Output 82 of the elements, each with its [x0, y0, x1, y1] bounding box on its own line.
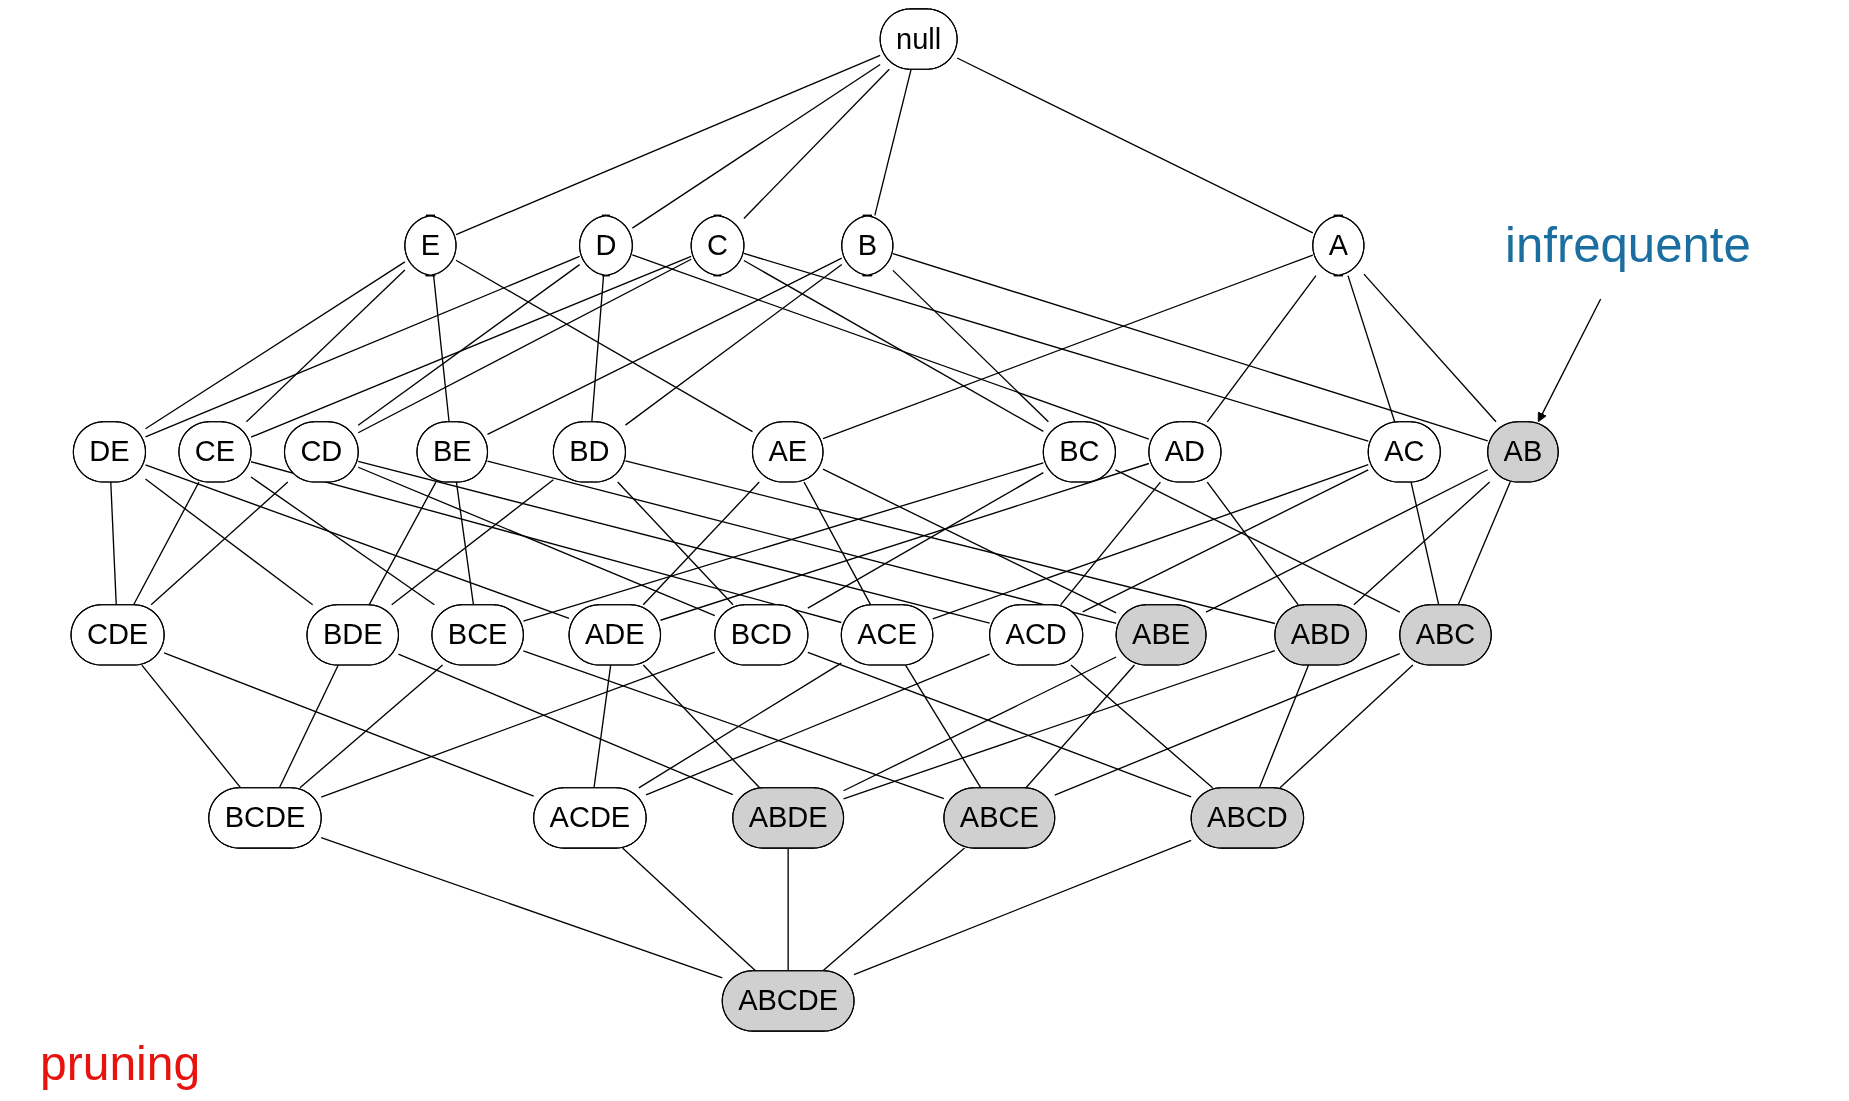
connector	[486, 460, 1117, 624]
connector	[486, 257, 843, 436]
connector	[455, 259, 754, 433]
connector	[110, 481, 117, 606]
connector	[822, 468, 1117, 614]
connector	[1070, 664, 1214, 789]
connector	[144, 464, 570, 620]
connector	[320, 651, 716, 798]
connector	[163, 652, 535, 797]
connector	[743, 252, 1369, 442]
connector	[642, 481, 760, 606]
connector	[743, 259, 1044, 433]
connector	[357, 263, 581, 426]
connector	[803, 481, 872, 606]
connector	[621, 847, 757, 972]
connector	[357, 258, 692, 434]
connector	[645, 653, 991, 796]
connector	[638, 662, 842, 789]
connector	[320, 836, 723, 979]
connector	[1363, 273, 1497, 423]
connector	[1082, 469, 1369, 613]
connector	[522, 462, 1044, 622]
connector	[822, 254, 1314, 440]
connector	[593, 664, 612, 789]
connector	[1114, 469, 1401, 613]
connector	[1206, 274, 1317, 423]
connector	[892, 269, 1050, 423]
connector	[822, 847, 966, 972]
connector	[1206, 481, 1299, 606]
connector	[299, 664, 444, 789]
connector	[932, 464, 1369, 620]
connector	[807, 472, 1044, 609]
connector	[1347, 274, 1396, 423]
connector	[455, 481, 475, 606]
connector	[1054, 653, 1401, 796]
connector	[904, 664, 982, 789]
connector	[522, 650, 945, 800]
connector	[853, 839, 1192, 976]
connector	[1025, 664, 1136, 789]
connector	[1060, 481, 1162, 606]
connector	[357, 466, 716, 617]
connector	[787, 847, 789, 972]
connector	[1410, 481, 1440, 606]
connector	[624, 263, 843, 426]
connector	[591, 274, 605, 423]
connector	[141, 664, 242, 789]
connector	[368, 481, 437, 606]
connector	[617, 481, 734, 606]
connector	[743, 68, 890, 220]
connector	[631, 254, 1150, 440]
connector	[144, 261, 406, 430]
connector	[631, 63, 881, 229]
connector	[391, 479, 555, 606]
connector	[892, 252, 1489, 442]
connector	[956, 57, 1314, 234]
pruning-note: pruning	[40, 1037, 201, 1090]
connector	[842, 650, 1276, 800]
connector	[132, 481, 200, 606]
connector	[642, 664, 761, 789]
connector	[624, 460, 1276, 625]
connector	[397, 653, 734, 796]
connector	[1258, 664, 1310, 789]
connector	[245, 269, 406, 423]
connector	[150, 481, 289, 606]
node-text: infrequente	[1505, 217, 1751, 273]
connector	[455, 54, 881, 236]
connector	[874, 68, 912, 217]
connector	[1353, 481, 1491, 606]
connector	[659, 462, 1150, 621]
arrow	[1537, 298, 1602, 423]
connector	[250, 461, 842, 624]
connector	[357, 460, 991, 624]
connector	[144, 255, 581, 438]
connector	[250, 255, 692, 438]
connector	[278, 664, 339, 789]
connector	[250, 476, 436, 606]
connector	[1457, 481, 1511, 606]
connector	[1279, 664, 1414, 789]
connector	[144, 478, 314, 606]
connector	[842, 656, 1117, 792]
connector	[1205, 469, 1489, 613]
connector	[807, 651, 1192, 798]
